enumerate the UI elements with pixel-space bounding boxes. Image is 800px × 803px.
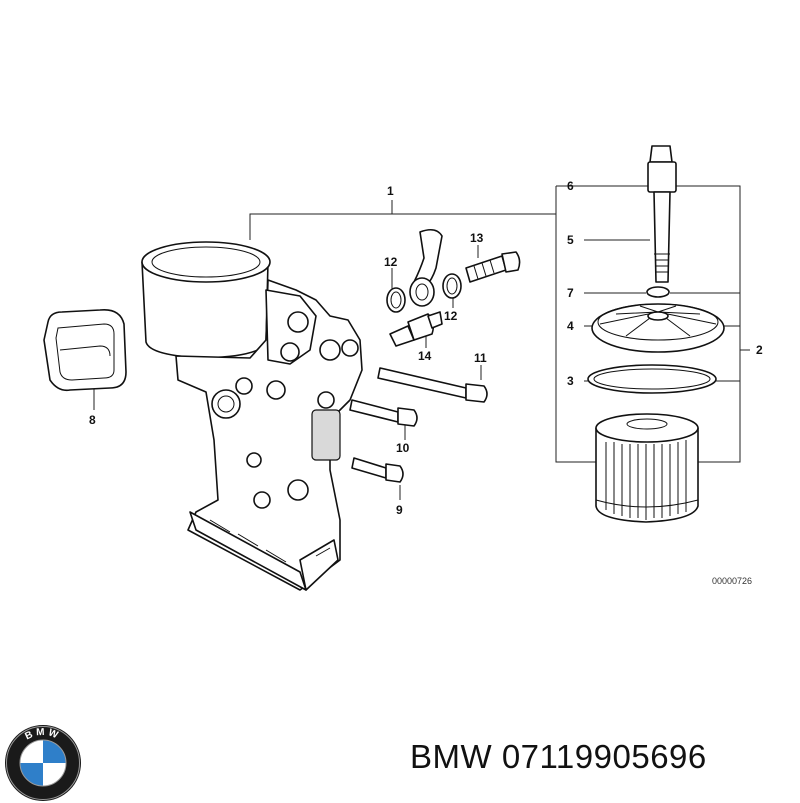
- svg-text:BMW: BMW: [23, 727, 62, 743]
- bolt-part-6: [647, 145, 677, 283]
- callout-8: 8: [89, 413, 96, 427]
- callout-2: 2: [756, 343, 763, 357]
- callout-5: 5: [567, 233, 574, 247]
- bmw-logo-icon: BMW: [5, 725, 81, 801]
- callout-7: 7: [567, 286, 574, 300]
- o-ring-part-3: [587, 364, 717, 394]
- callout-9: 9: [396, 503, 403, 517]
- callouts: 1 2 3 4 5 6 7 8 9 10 11 12 12 13 14 0000…: [89, 179, 763, 586]
- filter-element-part-2: [595, 413, 699, 523]
- filter-housing-part-1: [141, 241, 363, 591]
- callout-13: 13: [470, 231, 484, 245]
- callout-4: 4: [567, 319, 574, 333]
- leader-lines: [93, 185, 750, 500]
- diagram-code: 00000726: [712, 576, 752, 586]
- o-ring-part-7: [646, 286, 670, 298]
- callout-1: 1: [387, 184, 394, 198]
- callout-12-right: 12: [444, 309, 458, 323]
- bolt-part-9: [351, 457, 404, 483]
- callout-11: 11: [474, 351, 487, 365]
- bolt-part-10: [349, 399, 418, 427]
- callout-6: 6: [567, 179, 574, 193]
- sensor-part-14: [389, 311, 443, 347]
- callout-3: 3: [567, 374, 574, 388]
- callout-10: 10: [396, 441, 410, 455]
- callout-14: 14: [418, 349, 432, 363]
- filter-cover-part-4: [591, 303, 725, 353]
- bolt-part-11: [377, 367, 488, 403]
- fitting-part-13: [465, 251, 521, 283]
- logo-letters: BMW: [23, 727, 59, 743]
- part-number-label: BMW 07119905696: [410, 738, 707, 775]
- pipe-fitting: [409, 228, 443, 307]
- seal-rings-part-12: [386, 273, 462, 313]
- callout-12-left: 12: [384, 255, 398, 269]
- gasket-part-8: [43, 308, 127, 392]
